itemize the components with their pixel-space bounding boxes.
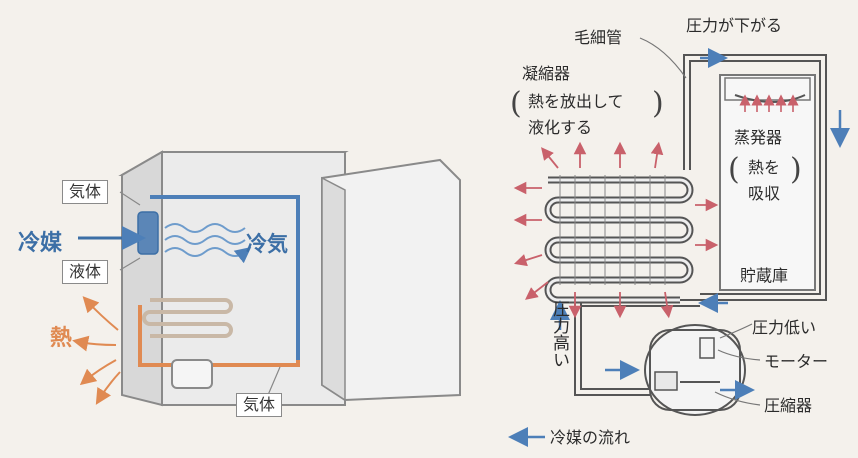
cold-air-label: 冷気 bbox=[246, 232, 288, 256]
evaporator-paren-open: ( bbox=[728, 152, 740, 187]
evaporator-note-2: 吸収 bbox=[748, 184, 781, 203]
legend-label: 冷媒の流れ bbox=[550, 428, 631, 447]
heat-label: 熱 bbox=[50, 326, 73, 351]
gas-label-top: 気体 bbox=[62, 180, 109, 204]
gas-label-bottom: 気体 bbox=[236, 393, 283, 417]
refrigerant-label: 冷媒 bbox=[18, 231, 63, 256]
compressor-label: 圧縮器 bbox=[764, 396, 813, 415]
condenser-note-2: 液化する bbox=[528, 118, 593, 137]
condenser-note-1: 熱を放出して bbox=[528, 92, 624, 111]
motor-label: モーター bbox=[764, 352, 829, 371]
cycle-right bbox=[508, 37, 850, 447]
fridge-left bbox=[72, 150, 461, 407]
liquid-label: 液体 bbox=[62, 260, 109, 284]
pressure-drop-label: 圧力が下がる bbox=[686, 16, 783, 35]
capillary-label: 毛細管 bbox=[574, 28, 623, 47]
evaporator-paren-close: ) bbox=[790, 152, 802, 187]
condenser-paren-close: ) bbox=[652, 86, 664, 121]
high-pressure-text: 圧力高い bbox=[549, 300, 569, 368]
storage-label: 貯蔵庫 bbox=[740, 266, 789, 285]
condenser-label: 凝縮器 bbox=[522, 64, 571, 83]
high-pressure-label: 圧力高い bbox=[548, 300, 569, 374]
evaporator-note-1: 熱を bbox=[748, 158, 781, 177]
condenser-paren-open: ( bbox=[510, 86, 522, 121]
evaporator-label: 蒸発器 bbox=[734, 128, 783, 147]
low-pressure-label: 圧力低い bbox=[752, 318, 817, 337]
